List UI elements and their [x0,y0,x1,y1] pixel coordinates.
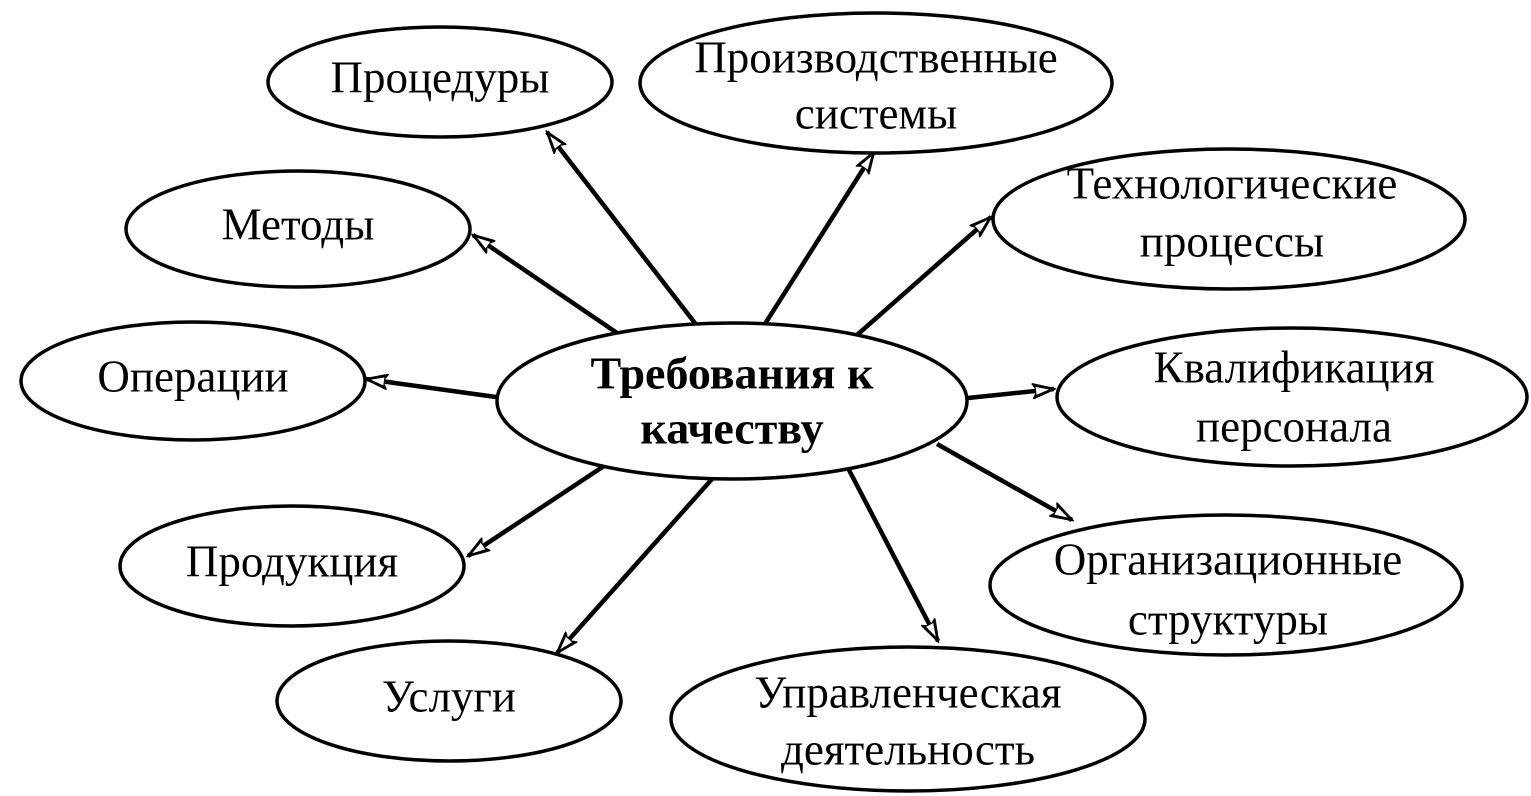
node-tech-processes-label-line1: Технологические [1067,158,1398,208]
node-org-structures-label-line2: структуры [1128,594,1328,644]
node-services: Услуги [275,639,623,763]
node-production-systems-label-line1: Производственные [694,32,1057,82]
arrow-to-management [847,468,940,641]
arrow-to-production-systems [761,152,874,329]
node-management: Управленческая деятельность [669,645,1147,793]
arrow-to-procedures [547,132,700,329]
arrow-to-services [557,477,714,653]
node-qualification: Квалификация персонала [1055,326,1529,468]
arrow-to-tech-processes [855,217,991,337]
arrow-to-qualification [967,389,1054,401]
node-procedures-label: Процедуры [330,52,549,102]
node-methods-label: Методы [222,199,375,249]
arrow-to-products [468,464,606,556]
node-org-structures-label-line1: Организационные [1054,534,1402,584]
node-qualification-label-line2: персонала [1196,401,1392,451]
node-procedures: Процедуры [266,25,614,139]
node-management-label-line1: Управленческая [754,667,1061,717]
node-methods: Методы [124,169,472,289]
node-management-label-line2: деятельность [781,724,1035,774]
node-operations: Операции [19,320,367,442]
node-qualification-label-line1: Квалификация [1154,342,1435,392]
node-production-systems: Производственные системы [638,11,1114,155]
node-products-label: Продукция [186,536,398,586]
arrow-to-operations [366,379,497,400]
node-tech-processes: Технологические процессы [991,147,1467,291]
node-products: Продукция [118,504,466,628]
central-node-label-line2: качеству [640,403,823,454]
node-tech-processes-label-line2: процессы [1140,216,1324,266]
central-node-label-line1: Требования к [591,348,874,399]
node-services-label: Услуги [382,671,516,721]
arrow-to-org-structures [935,442,1072,522]
central-node-quality-requirements: Требования к качеству [495,321,969,481]
arrow-to-methods [473,235,622,337]
node-operations-label: Операции [97,351,288,401]
node-org-structures: Организационные структуры [988,513,1464,657]
node-production-systems-label-line2: системы [795,88,957,138]
